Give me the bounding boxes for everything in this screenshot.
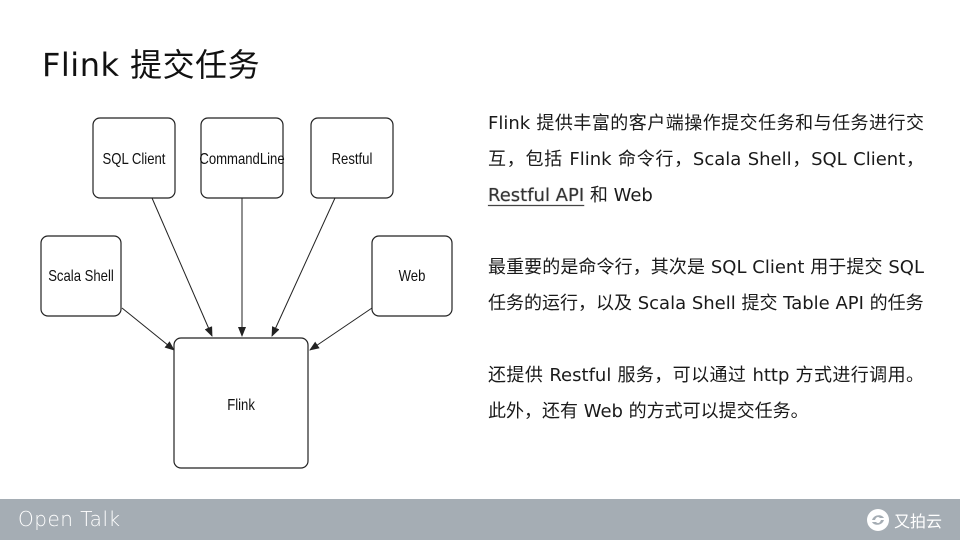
footer-logo-text: 又拍云 xyxy=(893,512,942,531)
node-flink: Flink xyxy=(173,337,309,469)
slide-title: Flink 提交任务 xyxy=(42,46,261,84)
upyun-logo-icon xyxy=(866,509,889,531)
edge-scala-shell-to-flink xyxy=(121,307,175,351)
node-scala-shell-label: Scala Shell xyxy=(48,268,114,285)
node-sql-client-label: SQL Client xyxy=(103,151,166,168)
edge-web-to-flink xyxy=(309,307,373,351)
edge-restful-to-flink xyxy=(271,197,336,337)
description-panel: Flink 提供丰富的客户端操作提交任务和与任务进行交互，包括 Flink 命令… xyxy=(488,106,924,430)
node-web: Web xyxy=(371,235,453,317)
node-commandline-label: CommandLine xyxy=(199,151,284,168)
paragraph-restful: 还提供 Restful 服务，可以通过 http 方式进行调用。此外，还有 We… xyxy=(488,365,924,422)
node-commandline: CommandLine xyxy=(199,117,285,199)
node-restful-label: Restful xyxy=(332,151,373,168)
node-restful: Restful xyxy=(310,117,394,199)
node-sql-client: SQL Client xyxy=(92,117,176,199)
footer-logo: 又拍云 xyxy=(866,507,942,533)
footer-brand: Open Talk xyxy=(18,507,121,531)
paragraph-command-line: 最重要的是命令行，其次是 SQL Client 用于提交 SQL 任务的运行，以… xyxy=(488,257,924,314)
node-scala-shell: Scala Shell xyxy=(40,235,122,317)
paragraph-clients-tail: 和 Web xyxy=(584,185,653,206)
edge-sql-client-to-flink xyxy=(151,197,213,337)
submission-diagram: SQL Client CommandLine Restful Scala She… xyxy=(40,117,453,469)
paragraph-clients: Flink 提供丰富的客户端操作提交任务和与任务进行交互，包括 Flink 命令… xyxy=(488,106,924,214)
node-web-label: Web xyxy=(399,268,426,285)
restful-api-link[interactable]: Restful API xyxy=(488,185,585,206)
node-flink-label: Flink xyxy=(227,397,255,414)
paragraph-clients-text: Flink 提供丰富的客户端操作提交任务和与任务进行交互，包括 Flink 命令… xyxy=(488,113,924,170)
footer-bar: Open Talk 又拍云 xyxy=(0,499,960,540)
